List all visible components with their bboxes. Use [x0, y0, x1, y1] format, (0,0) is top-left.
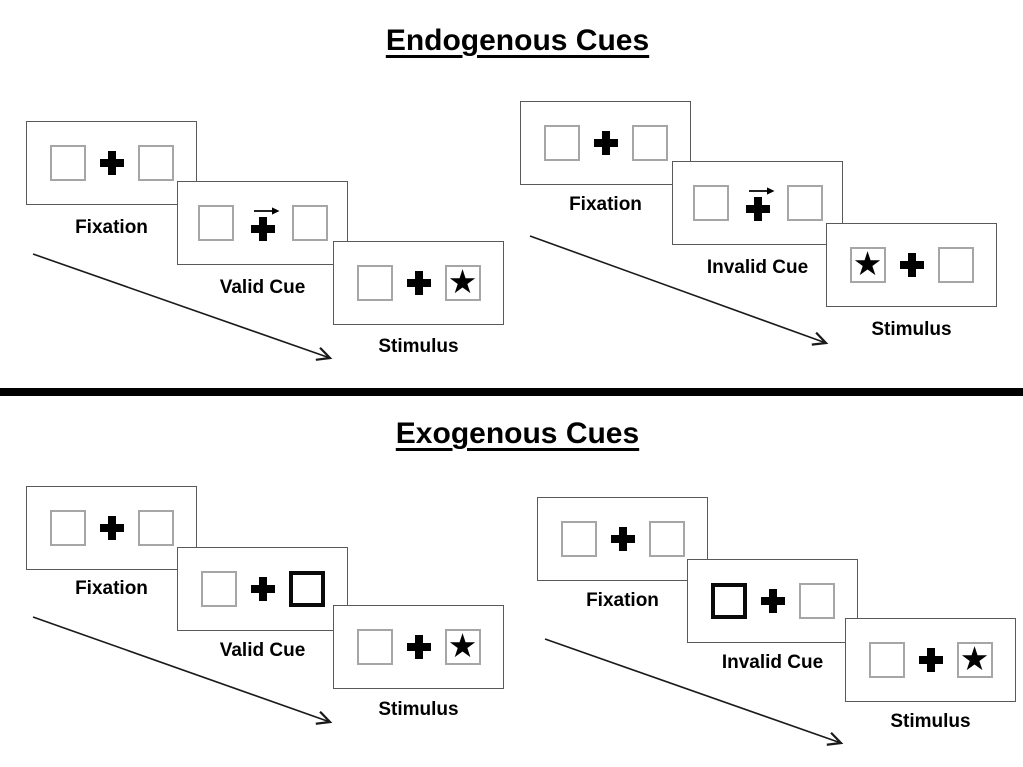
endogenous-invalid-stimulus-panel: ★ [826, 223, 997, 307]
right-target-box: ★ [444, 625, 481, 665]
exogenous-valid-stimulus-panel: ★ [333, 605, 504, 689]
valid-cue-label: Valid Cue [219, 277, 306, 298]
fixation-label: Fixation [569, 194, 642, 215]
sequence-time-arrow [32, 253, 341, 368]
fixation-cross-icon [760, 589, 785, 613]
exogenous-invalid-cue-panel [687, 559, 858, 643]
fixation-cross-icon [610, 527, 635, 551]
exogenous-valid-fixation-panel [26, 486, 197, 570]
endogenous-valid-stimulus-panel: ★ [333, 241, 504, 325]
exogenous-section-title: Exogenous Cues [395, 417, 640, 450]
right-placeholder-box [798, 583, 835, 619]
fixation-label: Fixation [75, 578, 148, 599]
right-placeholder-box [137, 510, 174, 546]
cue-cross-stack [743, 185, 774, 221]
left-placeholder-box [560, 521, 597, 557]
left-placeholder-box [868, 642, 905, 678]
right-placeholder-box [786, 185, 823, 221]
right-target-box: ★ [444, 261, 481, 301]
fixation-cross-icon [406, 635, 431, 659]
target-star-icon: ★ [852, 243, 883, 283]
cue-cross-stack [248, 205, 279, 241]
target-star-icon: ★ [959, 638, 990, 678]
sequence-time-arrow [529, 235, 836, 352]
valid-cue-label: Valid Cue [219, 640, 306, 661]
endogenous-invalid-cue-panel [672, 161, 843, 245]
stimulus-label: Stimulus [378, 336, 459, 357]
left-placeholder-box [543, 125, 580, 161]
left-placeholder-box [692, 185, 729, 221]
left-placeholder-box [356, 265, 393, 301]
right-target-box: ★ [956, 638, 993, 678]
stimulus-label: Stimulus [871, 319, 952, 340]
exogenous-invalid-fixation-panel [537, 497, 708, 581]
left-target-box: ★ [849, 243, 886, 283]
exogenous-invalid-stimulus-panel: ★ [845, 618, 1016, 702]
fixation-cross-icon [99, 151, 124, 175]
exogenous-valid-cue-panel [177, 547, 348, 631]
fixation-label: Fixation [75, 217, 148, 238]
fixation-cross-icon [250, 217, 275, 241]
right-placeholder-box [137, 145, 174, 181]
fixation-cross-icon [99, 516, 124, 540]
target-star-icon: ★ [447, 625, 478, 665]
left-placeholder-box [200, 571, 237, 607]
left-placeholder-box [356, 629, 393, 665]
fixation-cross-icon [745, 197, 770, 221]
endogenous-section-title: Endogenous Cues [385, 24, 650, 57]
invalid-cue-label: Invalid Cue [706, 257, 809, 278]
target-star-icon: ★ [447, 261, 478, 301]
section-divider [0, 388, 1023, 396]
left-highlighted-cue-box [710, 583, 747, 619]
sequence-time-arrow [544, 638, 851, 753]
sequence-time-arrow [32, 616, 341, 732]
endogenous-valid-cue-panel [177, 181, 348, 265]
right-placeholder-box [648, 521, 685, 557]
right-placeholder-box [631, 125, 668, 161]
fixation-cross-icon [899, 253, 924, 277]
right-placeholder-box [937, 247, 974, 283]
fixation-cross-icon [406, 271, 431, 295]
endogenous-invalid-fixation-panel [520, 101, 691, 185]
fixation-cross-icon [593, 131, 618, 155]
left-placeholder-box [49, 145, 86, 181]
left-placeholder-box [49, 510, 86, 546]
fixation-label: Fixation [586, 590, 659, 611]
right-arrow-cue-icon [748, 187, 774, 195]
fixation-cross-icon [250, 577, 275, 601]
endogenous-valid-fixation-panel [26, 121, 197, 205]
stimulus-label: Stimulus [378, 699, 459, 720]
fixation-cross-icon [918, 648, 943, 672]
left-placeholder-box [197, 205, 234, 241]
stimulus-label: Stimulus [890, 711, 971, 732]
right-highlighted-cue-box [288, 571, 325, 607]
invalid-cue-label: Invalid Cue [721, 652, 824, 673]
right-placeholder-box [291, 205, 328, 241]
right-arrow-cue-icon [253, 207, 279, 215]
